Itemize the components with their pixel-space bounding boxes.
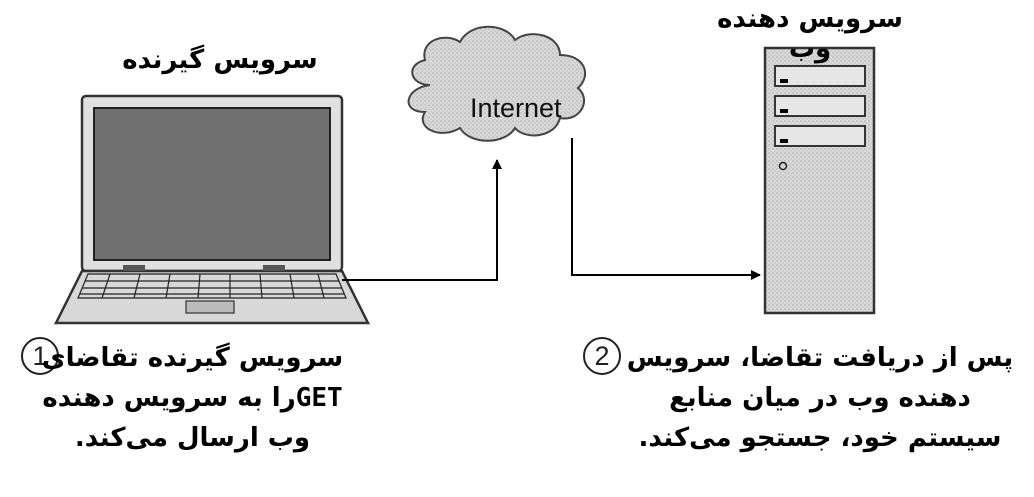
step-1-number: 1 <box>21 337 59 375</box>
forward-arrow <box>571 138 761 280</box>
step-2-description: پس از دریافت تقاضا، سرویس دهنده وب در می… <box>620 338 1020 458</box>
step-1-line-2-text: را به سرویس دهنده <box>42 383 296 413</box>
step-2-line-2: دهنده وب در میان منابع <box>669 383 971 413</box>
step-1-line-3: وب ارسال می‌کند. <box>74 423 311 453</box>
step-1-description: سرویس گیرنده تقاضای GETرا به سرویس دهنده… <box>20 338 365 458</box>
internet-label: Internet <box>470 93 562 123</box>
internet-cloud-icon <box>407 25 587 142</box>
step-2-line-3: سیستم خود، جستجو می‌کند. <box>638 423 1002 453</box>
server-icon <box>763 46 876 315</box>
step-2-number: 2 <box>583 337 621 375</box>
server-title: سرویس دهنده وب <box>717 4 903 64</box>
step-1-line-2: GETرا به سرویس دهنده <box>20 378 365 418</box>
step-2-line-1: پس از دریافت تقاضا، سرویس <box>626 343 1014 373</box>
request-arrow <box>342 159 502 281</box>
step-1-line-1: سرویس گیرنده تقاضای <box>41 343 344 373</box>
client-title: سرویس گیرنده <box>122 45 318 75</box>
laptop-icon <box>53 94 371 325</box>
get-method: GET <box>295 383 343 413</box>
